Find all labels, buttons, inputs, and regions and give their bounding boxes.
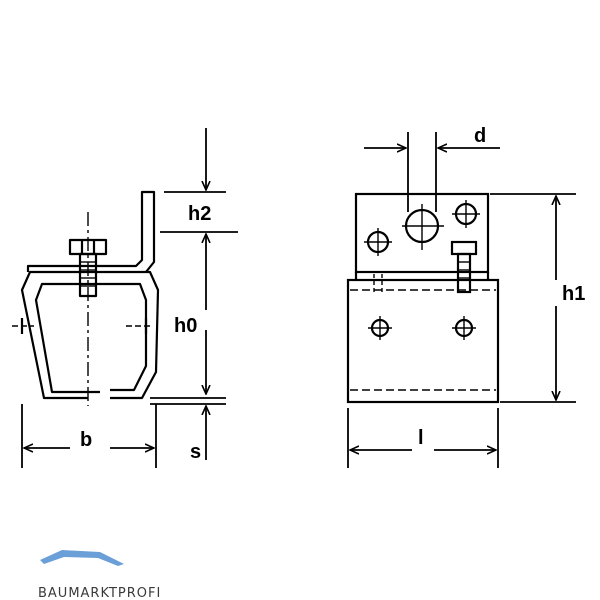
front-view <box>346 192 500 404</box>
logo-text: BAUMARKTPROFI <box>38 586 161 600</box>
logo-roof-icon <box>40 550 124 566</box>
label-h0: h0 <box>174 315 197 337</box>
label-s: s <box>190 441 201 463</box>
label-l: l <box>418 427 424 449</box>
bolt-head-front <box>450 240 478 256</box>
channel-inner <box>34 282 148 394</box>
dimensions-left <box>21 128 238 468</box>
hanger-plate <box>26 190 156 273</box>
side-view <box>12 190 160 406</box>
baumarktprofi-logo: BAUMARKTPROFI <box>38 550 161 600</box>
upper-plate <box>354 192 490 274</box>
channel-outline <box>20 270 160 400</box>
label-d: d <box>474 125 486 147</box>
label-h1: h1 <box>562 283 585 305</box>
bolt-shaft-front <box>456 252 472 294</box>
lower-body <box>346 278 500 404</box>
dimensions-right <box>347 132 576 468</box>
label-b: b <box>80 429 92 451</box>
label-h2: h2 <box>188 203 211 225</box>
